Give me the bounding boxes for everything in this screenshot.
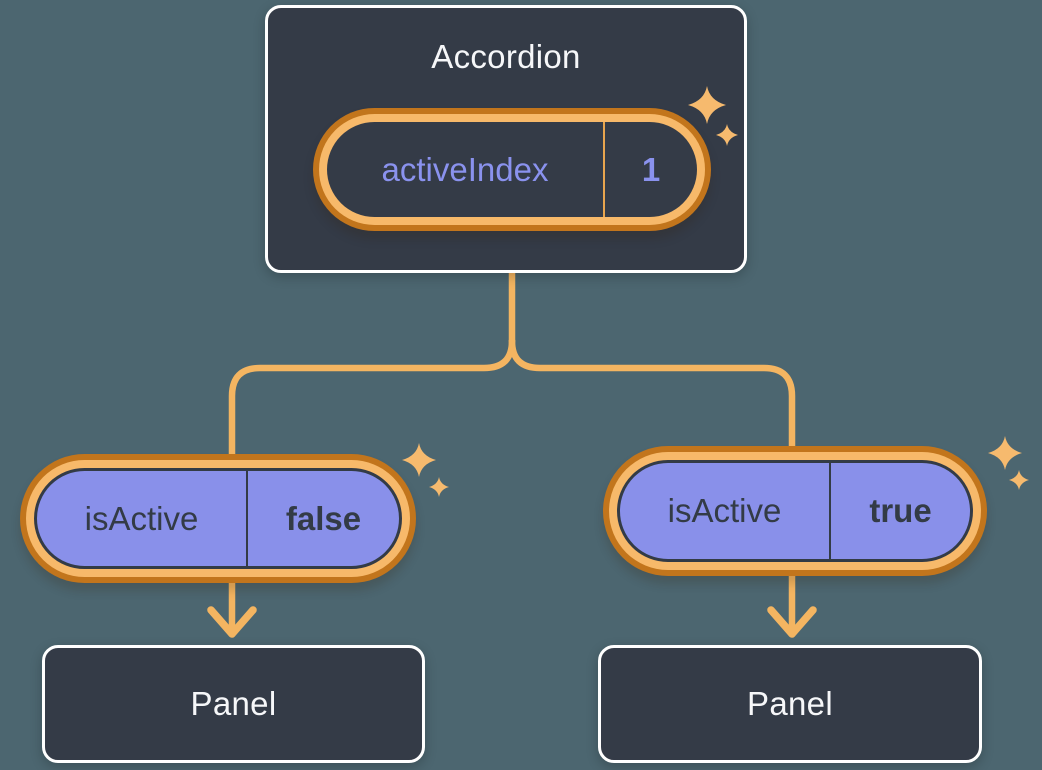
prop-pill-right: isActive true [617,460,973,562]
sparkle-small-icon [1009,470,1029,490]
panel-label: Panel [190,685,277,722]
connector-branch-left [228,337,516,634]
prop-pill-left: isActive false [34,468,402,569]
sparkle-large-icon [402,443,436,477]
sparkle-small-icon [429,477,449,497]
panel-label: Panel [747,685,833,722]
sparkle-large-icon [988,436,1022,470]
pill-divider [603,122,605,217]
panel-card-right: Panel [598,645,982,763]
panel-card-left: Panel [42,645,425,763]
sparkle-small-icon [716,124,738,146]
state-value: 1 [641,150,661,188]
connector-branch-right [508,337,796,634]
prop-name-left: isActive [84,499,199,537]
pill-divider [829,463,831,559]
accordion-card: Accordion activeIndex 1 [265,5,747,273]
pill-divider [246,471,248,566]
sparkle-large-icon [688,86,726,124]
state-pill: activeIndex 1 [327,122,697,217]
arrowhead-right-icon [767,606,817,638]
accordion-title: Accordion [431,38,581,75]
prop-value-left: false [285,499,362,537]
prop-name-right: isActive [667,492,782,529]
prop-value-right: true [869,492,932,529]
state-name: activeIndex [381,150,549,188]
arrowhead-left-icon [207,606,257,638]
